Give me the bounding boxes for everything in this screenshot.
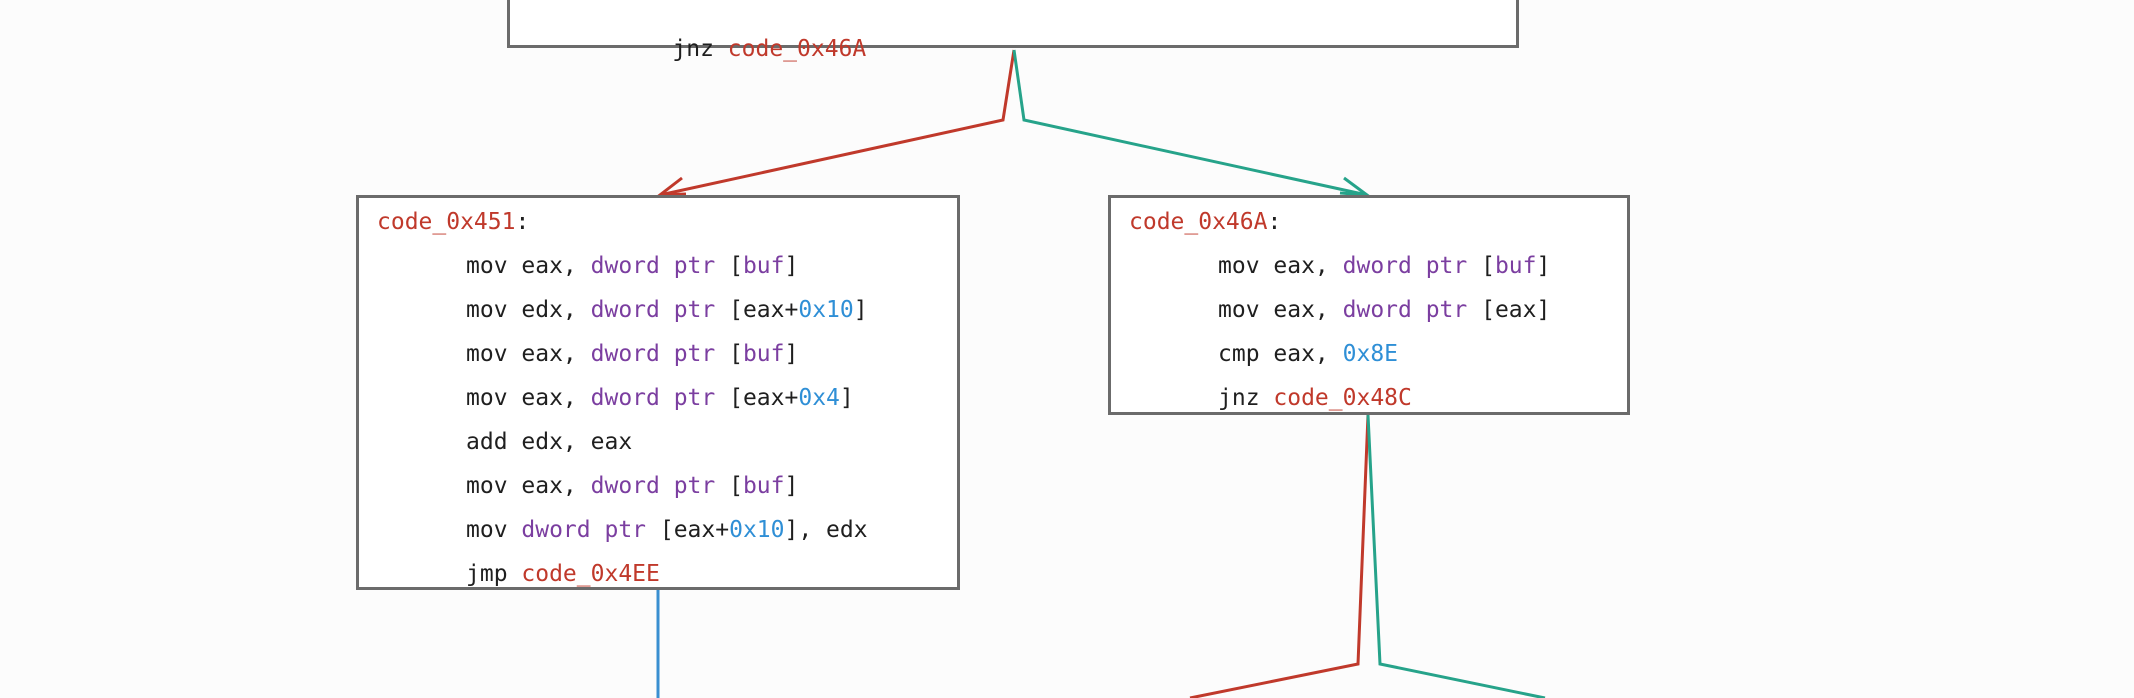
mnemonic: add edx, eax — [466, 429, 633, 455]
instruction-line: mov dword ptr [eax+0x10], edx — [466, 508, 868, 552]
mnemonic: mov — [466, 517, 522, 543]
operand-text: [ — [715, 253, 743, 279]
instruction-line: jmp code_0x4EE — [466, 552, 660, 596]
number: 0x10 — [798, 297, 854, 323]
instruction-line: mov eax, dword ptr [buf] — [466, 332, 798, 376]
instruction-line: cmp eax, 0x8E — [1218, 332, 1398, 376]
instruction-line: jnz code_0x46A — [617, 0, 866, 115]
type-keyword: dword ptr — [590, 253, 716, 279]
block-code-0x451[interactable]: code_0x451: mov eax, dword ptr [buf] mov… — [356, 195, 960, 590]
type-keyword: dword ptr — [1342, 297, 1468, 323]
operand-text: ], edx — [784, 517, 868, 543]
block-label: code_0x451: — [377, 200, 529, 244]
type-keyword: dword ptr — [590, 297, 716, 323]
instruction-line: mov eax, dword ptr [eax+0x4] — [466, 376, 854, 420]
variable: buf — [742, 253, 785, 279]
edge-false-from-code-0x46a — [1189, 414, 1370, 698]
operand-text: [eax+ — [715, 385, 799, 411]
instruction-line: mov eax, dword ptr [buf] — [1218, 244, 1550, 288]
label: code_0x46A — [1129, 209, 1268, 235]
label-operand[interactable]: code_0x48C — [1273, 385, 1412, 411]
mnemonic: mov edx, — [466, 297, 591, 323]
instruction-line: mov eax, dword ptr [eax] — [1218, 288, 1550, 332]
label-operand[interactable]: code_0x46A — [727, 36, 867, 62]
operand-text: ] — [784, 473, 799, 499]
operand-text: [eax+ — [715, 297, 799, 323]
instruction-line: mov edx, dword ptr [eax+0x10] — [466, 288, 868, 332]
edge-true-to-code-0x46a — [1012, 49, 1368, 197]
operand-text: [eax+ — [646, 517, 730, 543]
colon: : — [1267, 209, 1282, 235]
block-label: code_0x46A: — [1129, 200, 1281, 244]
variable: buf — [1494, 253, 1537, 279]
label-operand[interactable]: code_0x4EE — [521, 561, 660, 587]
operand-text: ] — [853, 297, 868, 323]
number: 0x10 — [729, 517, 785, 543]
mnemonic: mov eax, — [466, 253, 591, 279]
edge-true-from-code-0x46a — [1366, 414, 1546, 698]
type-keyword: dword ptr — [590, 341, 716, 367]
label: code_0x451 — [377, 209, 516, 235]
number: 0x8E — [1342, 341, 1399, 367]
operand-text: [eax] — [1467, 297, 1551, 323]
operand-text: ] — [1536, 253, 1551, 279]
mnemonic: jnz — [672, 36, 728, 62]
mnemonic: mov eax, — [466, 341, 591, 367]
mnemonic: mov eax, — [1218, 253, 1343, 279]
type-keyword: dword ptr — [521, 517, 647, 543]
variable: buf — [742, 341, 785, 367]
edge-false-to-code-0x451 — [659, 49, 1016, 197]
mnemonic: mov eax, — [466, 473, 591, 499]
mnemonic: mov eax, — [466, 385, 591, 411]
operand-text: ] — [784, 253, 799, 279]
type-keyword: dword ptr — [1342, 253, 1468, 279]
colon: : — [515, 209, 530, 235]
mnemonic: cmp eax, — [1218, 341, 1343, 367]
mnemonic: jnz — [1218, 385, 1274, 411]
instruction-line: add edx, eax — [466, 420, 632, 464]
instruction-line: mov eax, dword ptr [buf] — [466, 244, 798, 288]
operand-text: ] — [839, 385, 854, 411]
mnemonic: jmp — [466, 561, 522, 587]
operand-text: [ — [715, 341, 743, 367]
block-top-partial[interactable]: jnz code_0x46A — [507, 0, 1519, 62]
type-keyword: dword ptr — [590, 473, 716, 499]
operand-text: ] — [784, 341, 799, 367]
operand-text: [ — [1467, 253, 1495, 279]
operand-text: [ — [715, 473, 743, 499]
mnemonic: mov eax, — [1218, 297, 1343, 323]
type-keyword: dword ptr — [590, 385, 716, 411]
block-code-0x46a[interactable]: code_0x46A: mov eax, dword ptr [buf] mov… — [1108, 195, 1630, 415]
instruction-line: jnz code_0x48C — [1218, 376, 1412, 420]
variable: buf — [742, 473, 785, 499]
number: 0x4 — [798, 385, 840, 411]
instruction-line: mov eax, dword ptr [buf] — [466, 464, 798, 508]
